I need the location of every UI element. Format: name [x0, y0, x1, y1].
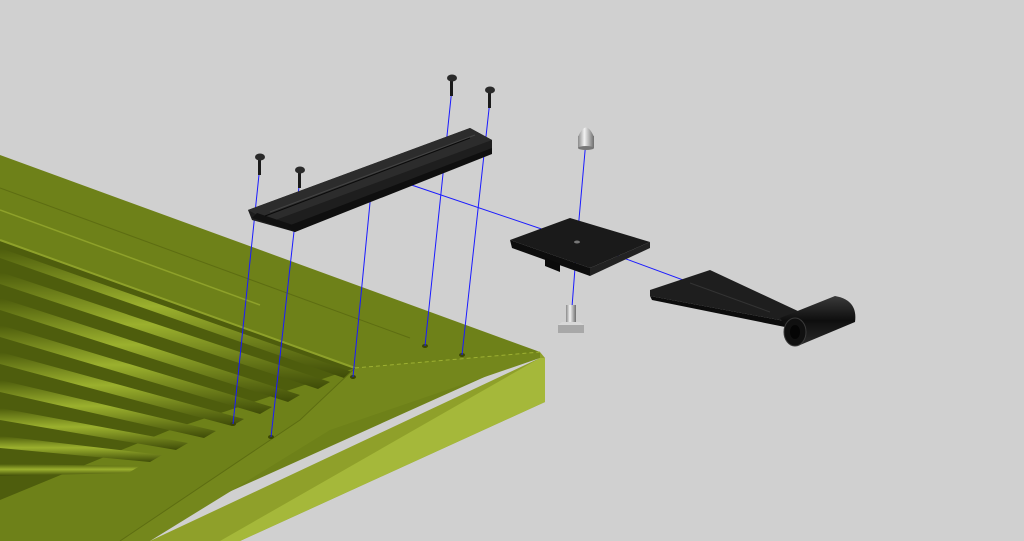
hinge-pin-leaf: [650, 270, 856, 347]
wood-screw: [295, 166, 305, 188]
acorn-nut: [578, 127, 594, 150]
panel-front-stile: [120, 352, 540, 541]
threaded-stud: [558, 305, 584, 333]
hinge-strap-plate: [248, 128, 492, 232]
wood-screw: [485, 86, 495, 108]
mounting-bracket: [510, 218, 650, 276]
wood-screw: [447, 74, 457, 96]
louver-slats: [0, 248, 352, 476]
shutter-panel: [0, 155, 545, 541]
wood-screw: [255, 153, 265, 175]
